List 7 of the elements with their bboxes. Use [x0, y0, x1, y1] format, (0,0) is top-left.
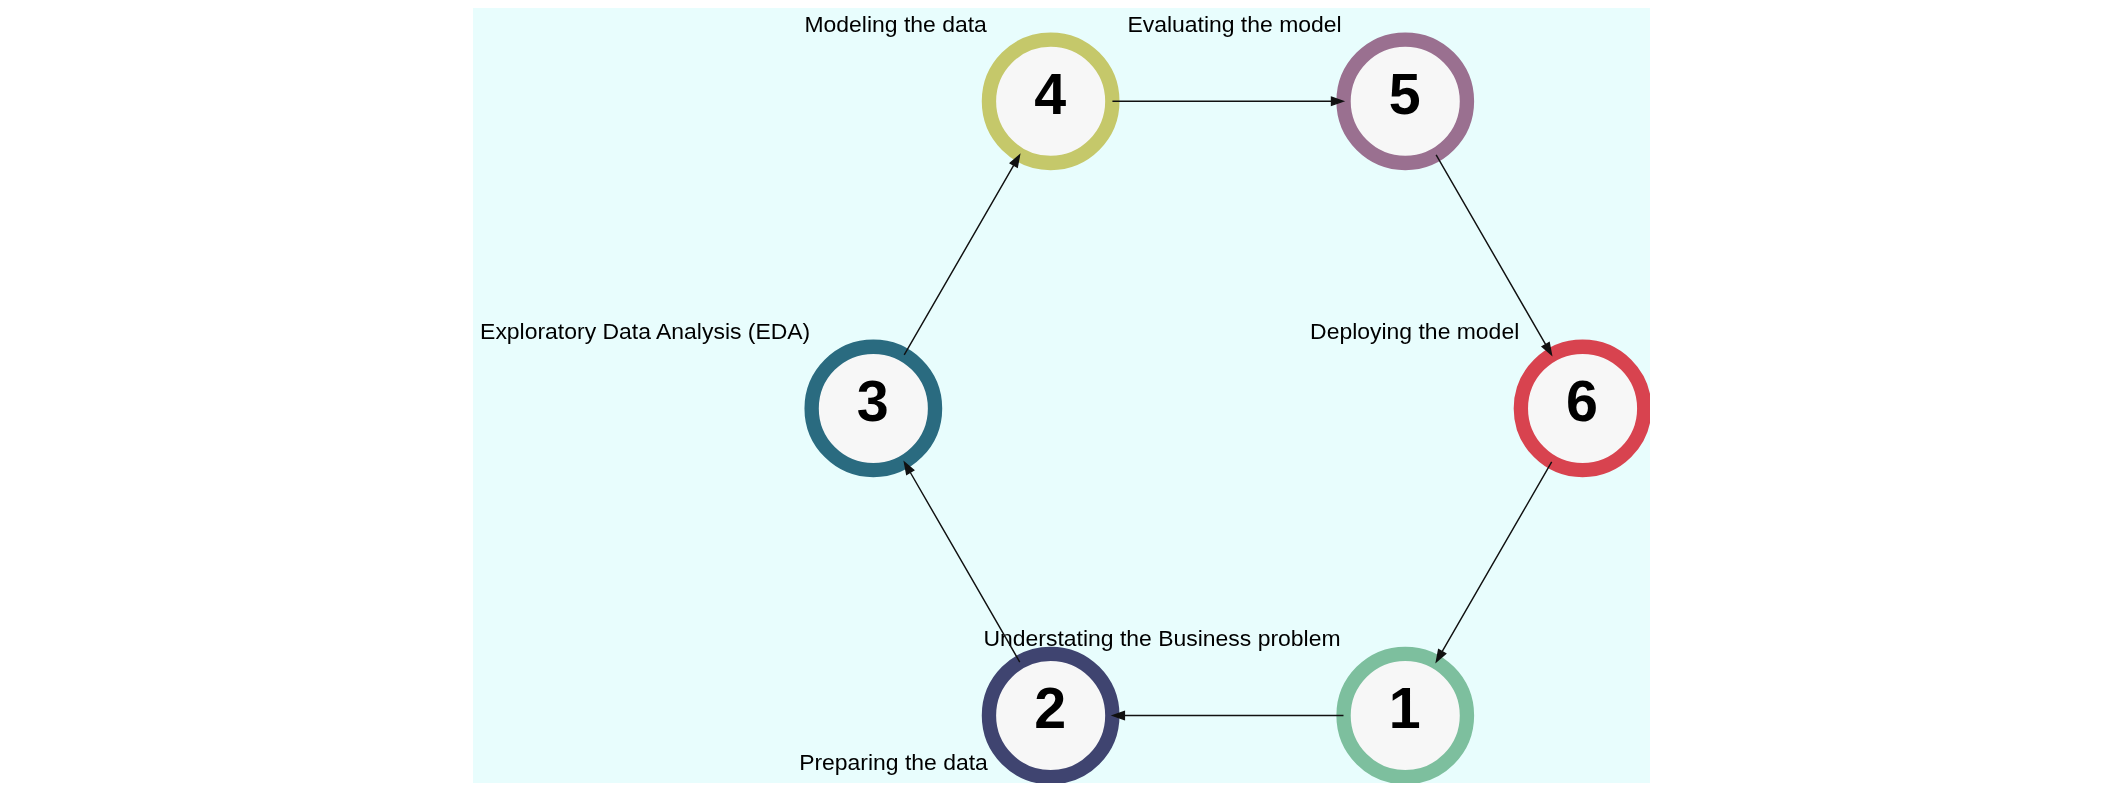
arrow: [1434, 154, 1553, 357]
arrow: [902, 460, 1020, 663]
arrow: [903, 153, 1021, 356]
arrow: [1111, 96, 1345, 107]
arrow: [1434, 461, 1552, 664]
arrow: [1110, 710, 1344, 721]
node-circle: 5: [1335, 32, 1474, 171]
